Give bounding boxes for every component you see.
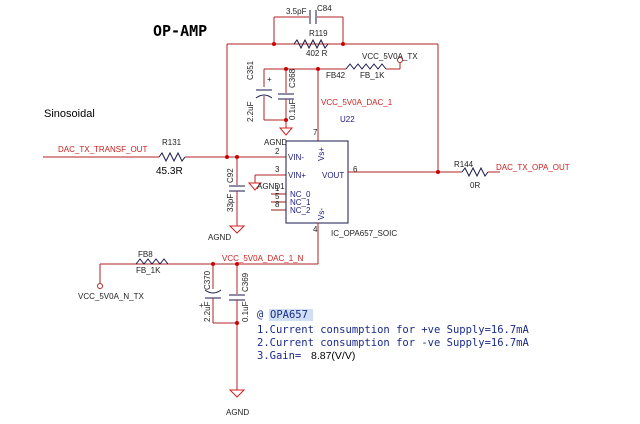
dac-out-net: DAC_TX_OPA_OUT: [496, 163, 570, 172]
pin-vout-label: VOUT: [322, 171, 344, 180]
agnd1-label: AGND1: [257, 182, 285, 191]
pin-vin-plus-label: VIN+: [288, 171, 306, 180]
note-line2: 2.Current consumption for -ve Supply=16.…: [257, 337, 530, 349]
c368-ref: C368: [288, 68, 297, 88]
pin-vin-minus-label: VIN-: [288, 153, 304, 162]
agnd-label-mid: AGND: [208, 233, 231, 242]
pin6-number: 6: [353, 165, 358, 174]
ground-symbol-mid: AGND: [208, 225, 246, 242]
pin-nc2-label: NC_2: [290, 206, 311, 215]
c84-ref: C84: [317, 4, 332, 13]
vcc-tx-net: VCC_5V0A_TX: [362, 52, 418, 61]
note-part: OPA657: [270, 309, 308, 321]
side-label: Sinosoidal: [44, 108, 95, 120]
note-at: @: [257, 309, 264, 321]
fb8-value: FB_1K: [136, 266, 161, 275]
pin-vs-minus-label: Vs-: [317, 208, 326, 220]
c351-ref: C351: [246, 60, 255, 80]
input-net: DAC_TX_TRANSF_OUT R131 45.3R: [43, 138, 286, 177]
vcc-dac1-n-net: VCC_5V0A_DAC_1_N: [222, 254, 304, 263]
positive-supply: VCC_5V0A_TX FB42 FB_1K VCC_5V0A_DAC_1: [264, 52, 418, 141]
note-line3-value: 8.87(V/V): [311, 350, 355, 362]
resistor-r119: R119 402 R: [293, 29, 329, 58]
svg-text:+: +: [199, 301, 204, 310]
fb42-ref: FB42: [326, 71, 346, 80]
c370-value: 2.2uF: [203, 301, 212, 322]
pin-nc0-label: NC_0: [290, 190, 311, 199]
c370-ref: C370: [203, 270, 212, 290]
ic-part: IC_OPA657_SOIC: [331, 229, 397, 238]
capacitor-c370: + C370 2.2uF: [199, 264, 222, 323]
capacitor-c369: C369 0.1uF: [229, 264, 250, 390]
agnd-label-top: AGND: [264, 138, 287, 147]
design-notes: @ OPA657 1.Current consumption for +ve S…: [257, 309, 530, 362]
c92-ref: C92: [226, 168, 235, 183]
r119-value: 402 R: [306, 49, 328, 58]
capacitor-c84: 3.5pF C84: [286, 4, 332, 24]
note-line1: 1.Current consumption for +ve Supply=16.…: [257, 324, 530, 336]
r119-ref: R119: [309, 29, 328, 38]
r131-value: 45.3R: [156, 166, 183, 177]
note-line3-prefix: 3.Gain=: [257, 350, 301, 362]
negative-supply: FB8 FB_1K VCC_5V0A_N_TX VCC_5V0A_DAC_1_N: [78, 223, 319, 301]
capacitor-c351: + C351 2.2uF: [246, 60, 273, 122]
r144-ref: R144: [454, 160, 474, 169]
ground-symbol-top: AGND: [264, 127, 294, 147]
c351-value: 2.2uF: [246, 101, 255, 122]
dac-in-net: DAC_TX_TRANSF_OUT: [58, 145, 147, 154]
c84-value: 3.5pF: [286, 7, 307, 16]
svg-text:+: +: [267, 75, 272, 84]
pin4-number: 4: [313, 225, 318, 234]
output-net: R144 0R DAC_TX_OPA_OUT: [348, 160, 570, 190]
ground-symbol-bottom: AGND: [226, 389, 249, 417]
agnd-label-bottom: AGND: [226, 408, 249, 417]
schematic-title: OP-AMP: [153, 22, 207, 40]
pin3-number: 3: [275, 165, 280, 174]
c368-value: 0.1uF: [288, 99, 297, 120]
capacitor-c368: C368 0.1uF: [278, 68, 297, 120]
pin2-number: 2: [275, 147, 280, 156]
pin-nc1-label: NC_1: [290, 198, 311, 207]
r131-ref: R131: [162, 138, 182, 147]
pin1-number: 1: [275, 184, 280, 193]
pin8-number: 8: [275, 200, 280, 209]
capacitor-c92: C92 33pF: [226, 157, 245, 226]
r144-value: 0R: [470, 181, 480, 190]
vin-plus-net: AGND1: [247, 174, 286, 191]
opamp-u22: VIN- VIN+ NC_0 NC_1 NC_2 VOUT Vs+ Vs- 2 …: [275, 115, 397, 238]
fb42-value: FB_1K: [360, 71, 385, 80]
vcc-dac1-net: VCC_5V0A_DAC_1: [321, 98, 393, 107]
pin7-number: 7: [313, 128, 318, 137]
vcc-n-tx-net: VCC_5V0A_N_TX: [78, 292, 144, 301]
c369-ref: C369: [241, 272, 250, 292]
c369-value: 0.1uF: [241, 301, 250, 322]
feedback-network: [226, 16, 439, 172]
ic-ref: U22: [340, 115, 355, 124]
pin5-number: 5: [275, 192, 280, 201]
c92-value: 33pF: [226, 194, 235, 212]
fb8-ref: FB8: [138, 250, 153, 259]
pin-vs-plus-label: Vs+: [317, 147, 326, 161]
